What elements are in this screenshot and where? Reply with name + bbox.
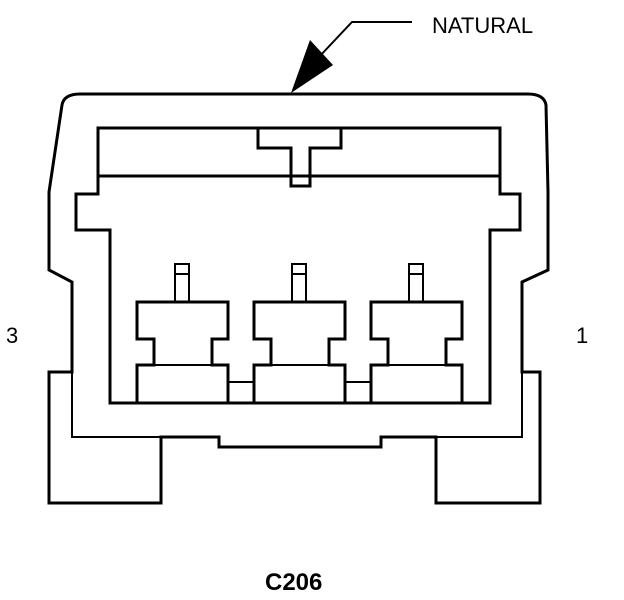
polarizing-key <box>256 128 343 188</box>
color-leader-arrowhead <box>291 40 333 93</box>
connector-id-label: C206 <box>265 569 322 596</box>
terminal-cavity-pin-3 <box>135 263 230 405</box>
color-leader-line <box>317 21 412 59</box>
connector-cavity <box>74 126 522 405</box>
pin-label-left: 3 <box>6 323 18 348</box>
connector-housing-outer <box>47 92 550 505</box>
color-label: NATURAL <box>432 13 533 38</box>
pin-label-right: 1 <box>576 323 588 348</box>
terminal-cavity-pin-1 <box>369 263 464 405</box>
latch-tab-left-step <box>71 372 161 438</box>
bottom-latch <box>218 437 382 448</box>
latch-tab-right-step <box>436 372 523 438</box>
terminal-cavity-pin-2 <box>252 263 347 405</box>
